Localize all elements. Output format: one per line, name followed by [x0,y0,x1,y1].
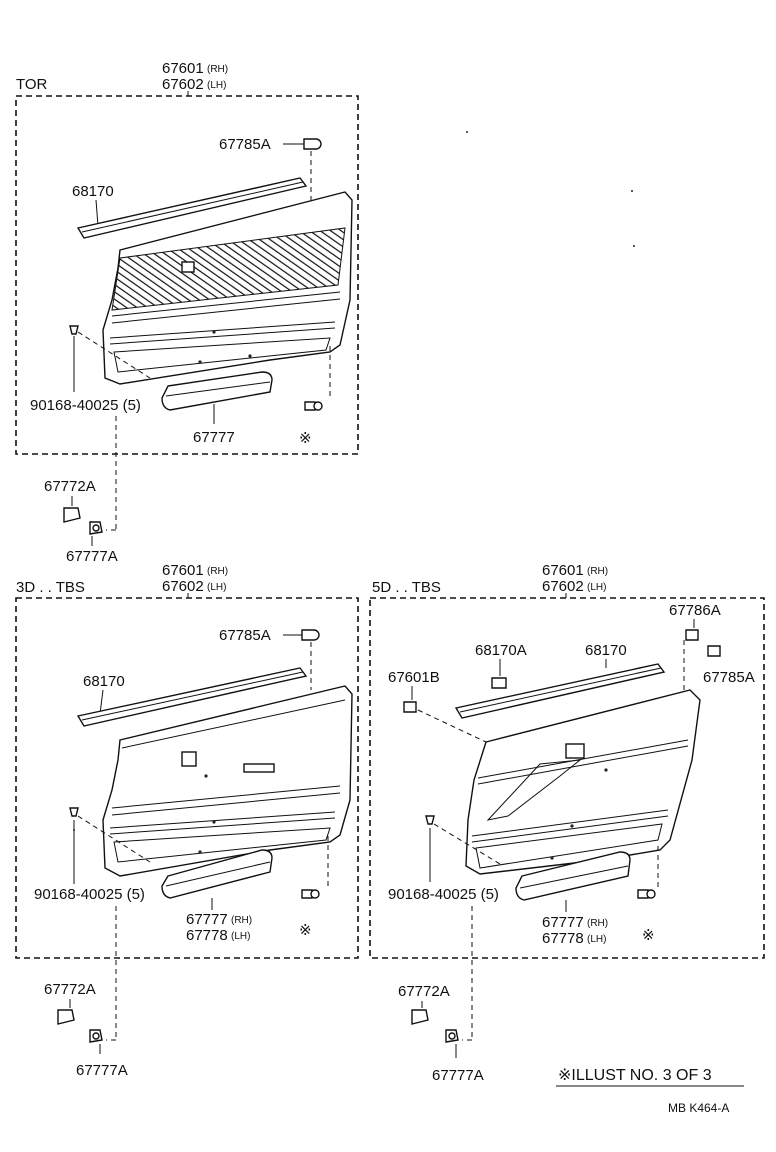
screw-icon [425,815,435,825]
part-number-lh: 67602 [542,578,584,595]
weatherstrip-label: 68170 [72,183,114,200]
screw-label: 90168-40025 (5) [34,886,145,903]
inner-part-label: 67601B [388,669,440,686]
clip-icon [303,138,322,150]
door-trim-panel-icon [465,689,701,875]
side-lh: (LH) [207,582,226,593]
side-lh: (LH) [587,582,606,593]
variant-label: 3D . . TBS [16,579,85,596]
illust-mark: ※ [299,430,312,447]
side-rh: (RH) [207,566,228,577]
screw-icon [69,325,79,335]
screw-icon [69,807,79,817]
clip-a-label: 67786A [669,602,721,619]
door-trim-panel-icon [102,685,353,877]
illust-mark: ※ [642,927,655,944]
variant-label: 5D . . TBS [372,579,441,596]
part-number-rh: 67601 [542,562,584,579]
panel-frame [369,597,765,959]
armrest-lh-label: 67778 [542,930,584,947]
weatherstrip-icon [76,667,308,727]
side-lh: (LH) [207,80,226,91]
panel-frame [15,95,359,455]
illust-mark: ※ [299,922,312,939]
armrest-lh-label: 67778 [186,927,228,944]
clip-label: 67785A [219,136,271,153]
cap-icon [411,1009,429,1025]
side-lh: (LH) [231,931,250,942]
armrest-icon [515,851,631,901]
fasteners-5d-tbs: 67772A 67777A [398,906,484,1084]
fastener-screw-label: 67777A [432,1067,484,1084]
side-rh: (RH) [207,64,228,75]
part-number-rh: 67601 [162,562,204,579]
part-number-lh: 67602 [162,578,204,595]
fastener-screw-label: 67777A [66,548,118,565]
side-rh: (RH) [587,566,608,577]
armrest-rh-label: 67777 [186,911,228,928]
part-number-lh: 67602 [162,76,204,93]
illust-note: ※ILLUST NO. 3 OF 3 [558,1067,712,1084]
panel-tor: TOR 67601 (RH) 67602 (LH) 67785A 68170 [15,60,359,455]
part-number-rh: 67601 [162,60,204,77]
armrest-label: 67777 [193,429,235,446]
weatherstrip-a-icon [491,677,507,689]
reference-code: MB K464-A [668,1101,729,1115]
clip-a-icon [685,629,699,641]
side-rh: (RH) [587,918,608,929]
cap-label: 67772A [398,983,450,1000]
armrest-rh-label: 67777 [542,914,584,931]
fasteners-tor: 67772A 67777A [44,416,118,565]
panel-5d-tbs: 5D . . TBS 67601 (RH) 67602 (LH) 67786A … [369,562,765,959]
weatherstrip-label: 68170 [83,673,125,690]
clip-b-label: 67785A [703,669,755,686]
bottom-clip-icon [301,889,313,899]
weatherstrip-icon [454,663,666,719]
variant-label: TOR [16,76,48,93]
clip-label: 67785A [219,627,271,644]
fastener-screw-label: 67777A [76,1062,128,1079]
cap-label: 67772A [44,981,96,998]
clip-b-icon [707,645,721,657]
cap-icon [57,1009,75,1025]
fasteners-3d-tbs: 67772A 67777A [44,906,128,1079]
door-trim-panel-icon [102,191,353,385]
bottom-clip-icon [637,889,649,899]
panel-3d-tbs: 3D . . TBS 67601 (RH) 67602 (LH) 67785A … [15,562,359,959]
cap-icon [63,507,81,523]
bottom-clip-icon [304,401,316,411]
weatherstrip-label: 68170 [585,642,627,659]
armrest-icon [161,371,273,411]
screw-label: 90168-40025 (5) [30,397,141,414]
side-lh: (LH) [587,934,606,945]
panel-frame [15,597,359,959]
weatherstrip-a-label: 68170A [475,642,527,659]
cap-label: 67772A [44,478,96,495]
clip-icon [301,629,320,641]
weatherstrip-icon [76,177,308,239]
screw-label: 90168-40025 (5) [388,886,499,903]
inner-part-icon [403,701,417,713]
side-rh: (RH) [231,915,252,926]
